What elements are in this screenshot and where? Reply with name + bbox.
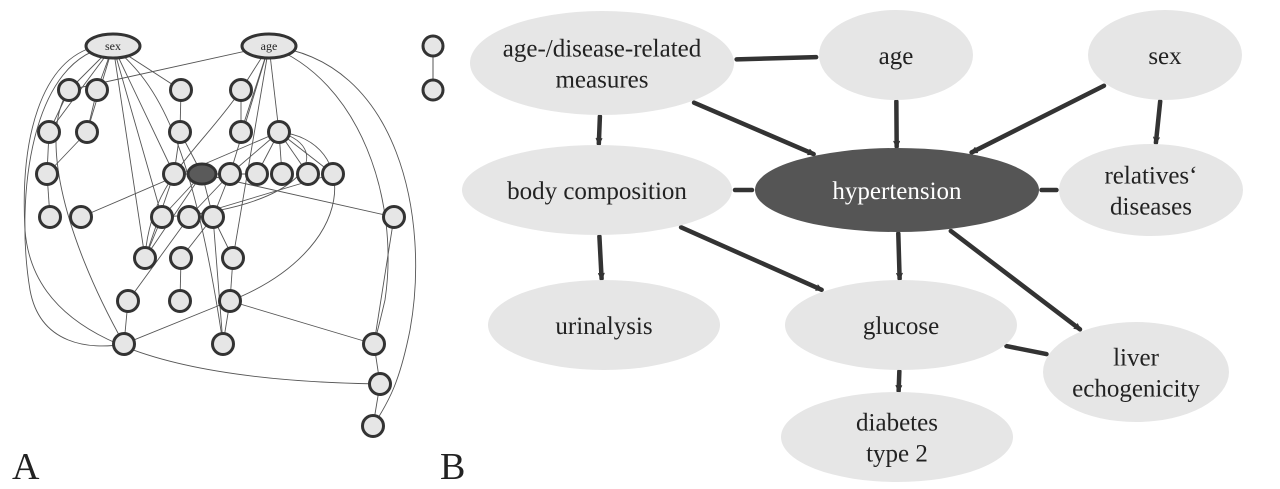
- network-node: [150, 205, 174, 229]
- edge-hyper-glucose: [896, 231, 903, 281]
- network-node: [267, 120, 291, 144]
- network-node: [169, 78, 193, 102]
- node-label-body: body composition: [507, 178, 687, 205]
- node-label-urinalysis: urinalysis: [555, 313, 652, 340]
- node-label-diabetes: diabetes: [856, 410, 938, 437]
- node-label-liver: liver: [1113, 345, 1159, 372]
- edge-hyper-liver: [948, 228, 1083, 332]
- node-label-measures: age-/disease-related: [503, 36, 702, 63]
- sex-label: sex: [105, 39, 121, 53]
- network-node: [75, 120, 99, 144]
- node-label-relatives: relatives‘: [1104, 163, 1197, 190]
- network-node: [69, 205, 93, 229]
- hypertension-node-small: [186, 162, 218, 186]
- edge-glucose-diabetes: [895, 368, 903, 394]
- age-node: age: [240, 32, 298, 60]
- network-node: [218, 162, 242, 186]
- network-node: [133, 246, 157, 270]
- node-body: body composition: [462, 145, 732, 235]
- network-node: [168, 120, 192, 144]
- edge-measures-body: [595, 114, 603, 146]
- network-node: [229, 120, 253, 144]
- panel-a-nodes: [35, 78, 406, 438]
- edge-body-glucose: [678, 225, 824, 293]
- network-node: [218, 289, 242, 313]
- panel-a-edges: [23, 45, 417, 427]
- network-node: [361, 414, 385, 438]
- node-liver: liver echogenicity: [1043, 322, 1229, 422]
- network-node: [38, 205, 62, 229]
- network-node: [362, 332, 386, 356]
- network-node: [245, 162, 269, 186]
- node-label-diabetes: type 2: [866, 441, 928, 468]
- panel-b-edges: [595, 54, 1163, 394]
- edge-sex-relatives: [1153, 99, 1163, 145]
- edge-measures-hyper: [691, 100, 816, 157]
- panel-label-b: B: [440, 446, 466, 488]
- network-node: [229, 78, 253, 102]
- node-label-relatives: diseases: [1110, 194, 1192, 221]
- node-glucose: glucose: [785, 280, 1017, 370]
- edge-glucose-liver: [1004, 343, 1049, 357]
- network-node: [116, 289, 140, 313]
- network-node: [168, 289, 192, 313]
- network-node: [221, 246, 245, 270]
- network-node: [112, 332, 136, 356]
- network-node: [35, 162, 59, 186]
- network-node: [211, 332, 235, 356]
- panel-label-a: A: [12, 446, 40, 488]
- node-label-hyper: hypertension: [832, 178, 962, 205]
- node-label-measures: measures: [555, 67, 648, 94]
- network-node: [201, 205, 225, 229]
- sex-node: sex: [84, 32, 142, 60]
- network-node: [177, 205, 201, 229]
- network-node: [368, 372, 392, 396]
- age-label: age: [261, 39, 278, 53]
- network-node: [85, 78, 109, 102]
- node-label-liver: echogenicity: [1072, 376, 1200, 403]
- network-node: [37, 120, 61, 144]
- edge-measures-age: [734, 54, 819, 62]
- network-node: [270, 162, 294, 186]
- node-hyper: hypertension: [755, 148, 1039, 232]
- network-node: [162, 162, 186, 186]
- network-node: [57, 78, 81, 102]
- node-sex: sex: [1088, 10, 1242, 100]
- network-node: [321, 162, 345, 186]
- panel-b-nodes: age-/disease-related measures age sex body c…: [462, 10, 1243, 482]
- legend-node-pair: [421, 34, 445, 102]
- node-label-sex: sex: [1148, 43, 1182, 70]
- node-label-age: age: [879, 43, 914, 70]
- panel-b-network: age-/disease-related measures age sex body c…: [462, 10, 1243, 482]
- network-node: [382, 205, 406, 229]
- node-measures: age-/disease-related measures: [470, 11, 734, 115]
- network-node: [296, 162, 320, 186]
- node-age: age: [819, 10, 973, 100]
- node-diabetes: diabetes type 2: [781, 392, 1013, 482]
- edge-sex-hyper: [969, 83, 1107, 155]
- node-label-glucose: glucose: [863, 313, 939, 340]
- edge-body-urinalysis: [597, 234, 605, 281]
- node-relatives: relatives‘ diseases: [1059, 144, 1243, 236]
- network-node: [169, 246, 193, 270]
- node-urinalysis: urinalysis: [488, 280, 720, 370]
- panel-a-network: sex age: [23, 32, 445, 438]
